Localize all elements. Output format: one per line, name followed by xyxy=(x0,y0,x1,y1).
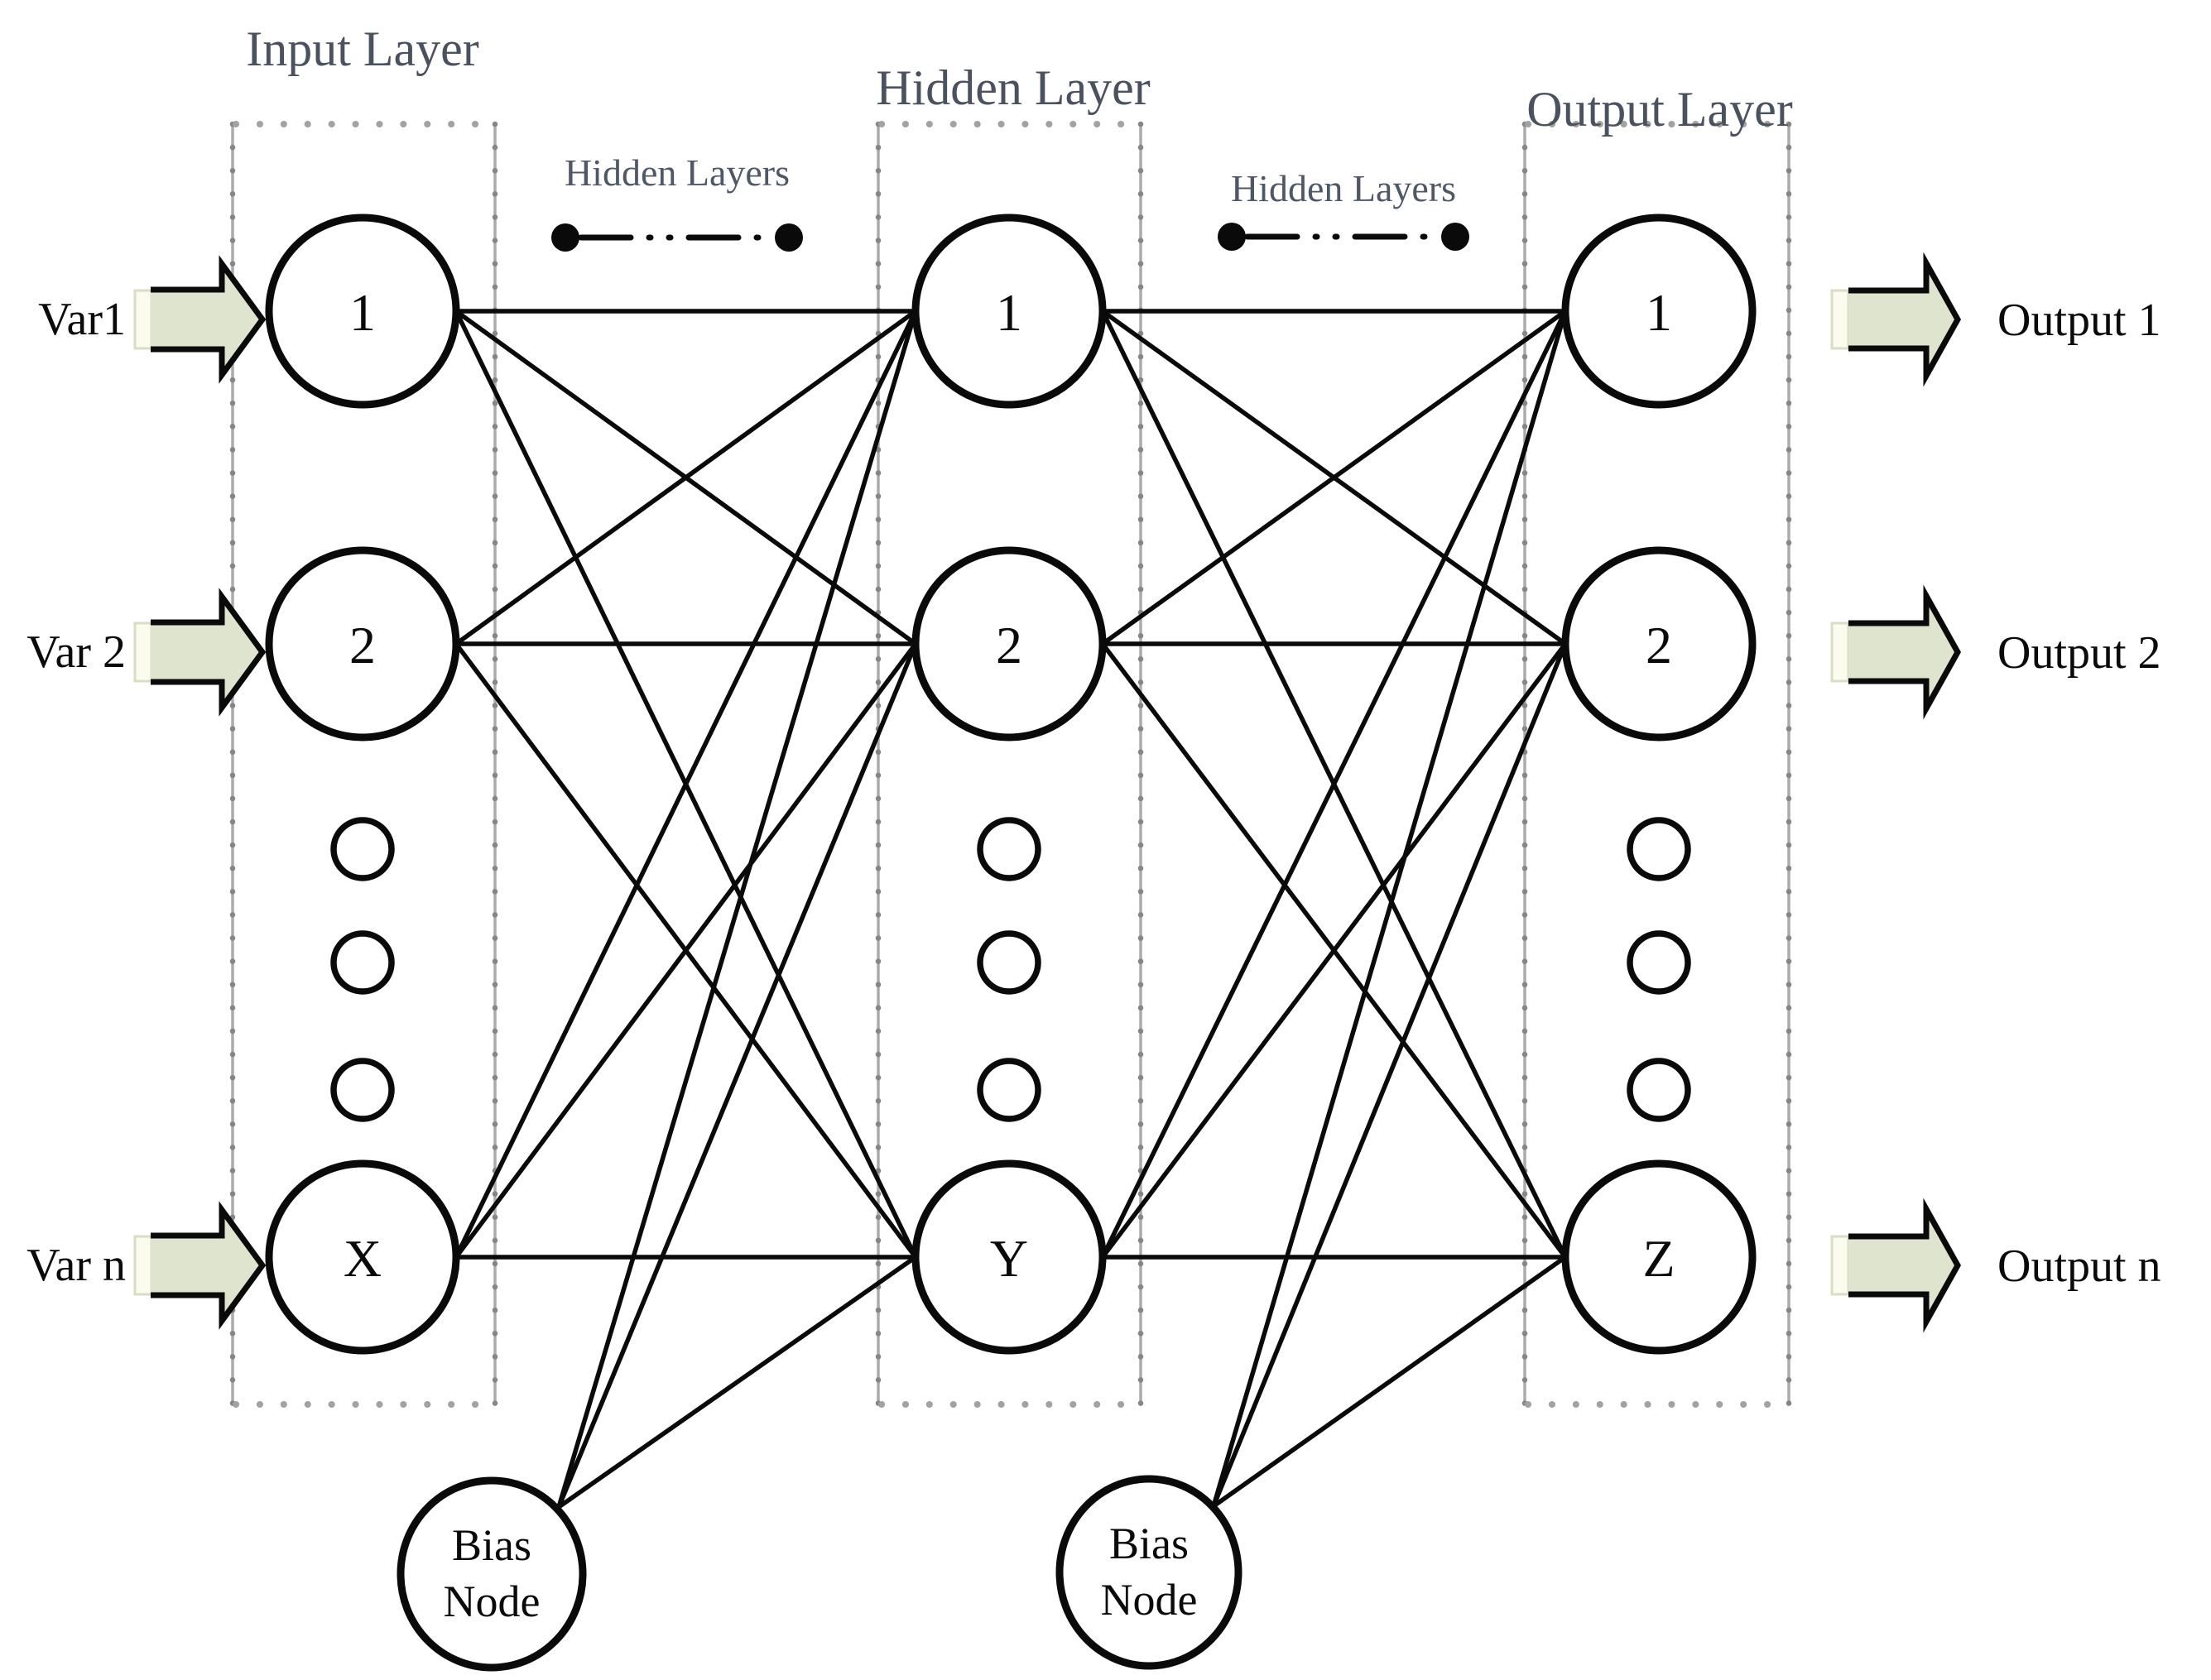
node-input-2 xyxy=(265,546,460,742)
node-label: 1 xyxy=(349,283,376,342)
hidden-layers-label-left: Hidden Layers xyxy=(565,151,790,194)
bias-node-label: Node xyxy=(444,1577,541,1626)
node-input-1 xyxy=(265,214,460,409)
connections-bias2-output xyxy=(1211,310,1568,1509)
arrow-notch xyxy=(1830,622,1850,683)
arrow-notch xyxy=(133,289,153,350)
arrow-body xyxy=(1848,596,1958,708)
ellipsis-dot-icon xyxy=(977,930,1041,995)
output-label-1: Output 1 xyxy=(1997,295,2161,346)
indicator-dot-icon xyxy=(1218,223,1246,251)
input-layer-nodes: 1 2 X xyxy=(265,214,460,1355)
node-label: 2 xyxy=(1646,616,1672,674)
bias-node-1: Bias Node xyxy=(397,1476,587,1672)
output-layer-box xyxy=(1521,121,1792,1408)
node-hidden-1 xyxy=(911,214,1107,409)
bias-node-label: Bias xyxy=(452,1520,531,1570)
arrow-body xyxy=(151,597,262,708)
ellipsis-dot-icon xyxy=(1627,817,1691,881)
hidden-layers-label-right: Hidden Layers xyxy=(1231,167,1456,209)
node-label: X xyxy=(344,1229,382,1288)
output-layer-title: Output Layer xyxy=(1526,82,1793,137)
connections-hidden-output xyxy=(1100,309,1568,1260)
node-label: 1 xyxy=(1646,283,1672,342)
bias-connection-line xyxy=(556,642,918,1509)
arrow-outline xyxy=(151,1201,267,1330)
hidden-layers-indicator-right xyxy=(1218,223,1469,251)
bias-node-label: Node xyxy=(1101,1575,1198,1625)
node-input-x xyxy=(265,1159,460,1355)
arrow-outline xyxy=(1848,252,1962,387)
connection-line xyxy=(1101,309,1567,646)
connection-line xyxy=(454,642,918,1259)
ellipsis-dot-icon xyxy=(977,817,1041,881)
node-label: 2 xyxy=(996,616,1022,674)
ellipsis-dot-icon xyxy=(1627,930,1691,995)
arrow-notch xyxy=(133,1235,153,1296)
node-output-1 xyxy=(1561,214,1757,409)
input-label-var1: Var1 xyxy=(38,294,126,345)
arrow-outline xyxy=(1848,584,1962,720)
bias-node-label: Bias xyxy=(1109,1519,1189,1568)
hidden-layer-nodes: 1 2 Y xyxy=(911,214,1107,1355)
arrow-body xyxy=(1848,263,1958,376)
input-arrow-icon xyxy=(133,588,267,717)
arrow-notch xyxy=(133,622,153,683)
arrow-body xyxy=(151,1210,262,1321)
node-hidden-2 xyxy=(911,546,1107,742)
connection-line xyxy=(1100,310,1568,1259)
node-label: 1 xyxy=(996,283,1022,342)
node-output-z xyxy=(1561,1159,1757,1355)
input-label-varn: Var n xyxy=(26,1240,126,1291)
input-arrow-icon xyxy=(133,1201,267,1330)
output-arrow-icon xyxy=(1830,1198,1962,1333)
ellipsis-dot-icon xyxy=(330,930,395,995)
bias-connection-line xyxy=(1211,310,1568,1507)
input-label-var2: Var 2 xyxy=(26,626,126,678)
bias-connection-line xyxy=(1212,1255,1567,1509)
connection-line xyxy=(1100,642,1568,1259)
bias-connection-line xyxy=(1211,642,1568,1508)
ellipsis-dot-icon xyxy=(330,1058,395,1122)
bias-node-circle xyxy=(1055,1475,1242,1670)
bias-connection-line xyxy=(557,1255,917,1510)
output-arrow-icon xyxy=(1830,252,1962,387)
ellipsis-dot-icon xyxy=(330,817,395,881)
indicator-dot-icon xyxy=(551,223,579,252)
arrow-notch xyxy=(1830,1235,1850,1296)
output-label-2: Output 2 xyxy=(1997,627,2161,679)
arrow-body xyxy=(1848,1209,1958,1322)
node-output-2 xyxy=(1561,546,1757,742)
connections-input-hidden xyxy=(454,309,918,1260)
input-layer-title: Input Layer xyxy=(246,22,479,76)
node-hidden-y xyxy=(911,1159,1107,1355)
output-label-n: Output n xyxy=(1997,1241,2161,1292)
arrow-outline xyxy=(1848,1198,1962,1333)
node-label: Y xyxy=(990,1229,1028,1288)
bias-node-circle xyxy=(397,1476,587,1672)
bias-node-2: Bias Node xyxy=(1055,1475,1242,1670)
input-arrow-icon xyxy=(133,255,267,384)
arrow-body xyxy=(151,264,262,375)
node-label: 2 xyxy=(349,616,376,674)
indicator-dot-icon xyxy=(775,223,803,252)
connections-bias1-hidden xyxy=(556,310,918,1510)
ellipsis-dot-icon xyxy=(977,1058,1041,1122)
hidden-layer-title: Hidden Layer xyxy=(876,60,1151,115)
output-arrow-icon xyxy=(1830,584,1962,720)
output-layer-nodes: 1 2 Z xyxy=(1561,214,1757,1355)
hidden-layers-indicator-left xyxy=(551,223,803,252)
indicator-dot-icon xyxy=(1441,223,1469,251)
arrow-outline xyxy=(151,588,267,717)
connection-line xyxy=(454,309,917,646)
node-label: Z xyxy=(1642,1229,1675,1288)
bias-connection-line xyxy=(556,310,918,1508)
arrow-outline xyxy=(151,255,267,384)
connection-line xyxy=(454,310,918,1259)
ellipsis-dot-icon xyxy=(1627,1058,1691,1122)
arrow-notch xyxy=(1830,289,1850,350)
